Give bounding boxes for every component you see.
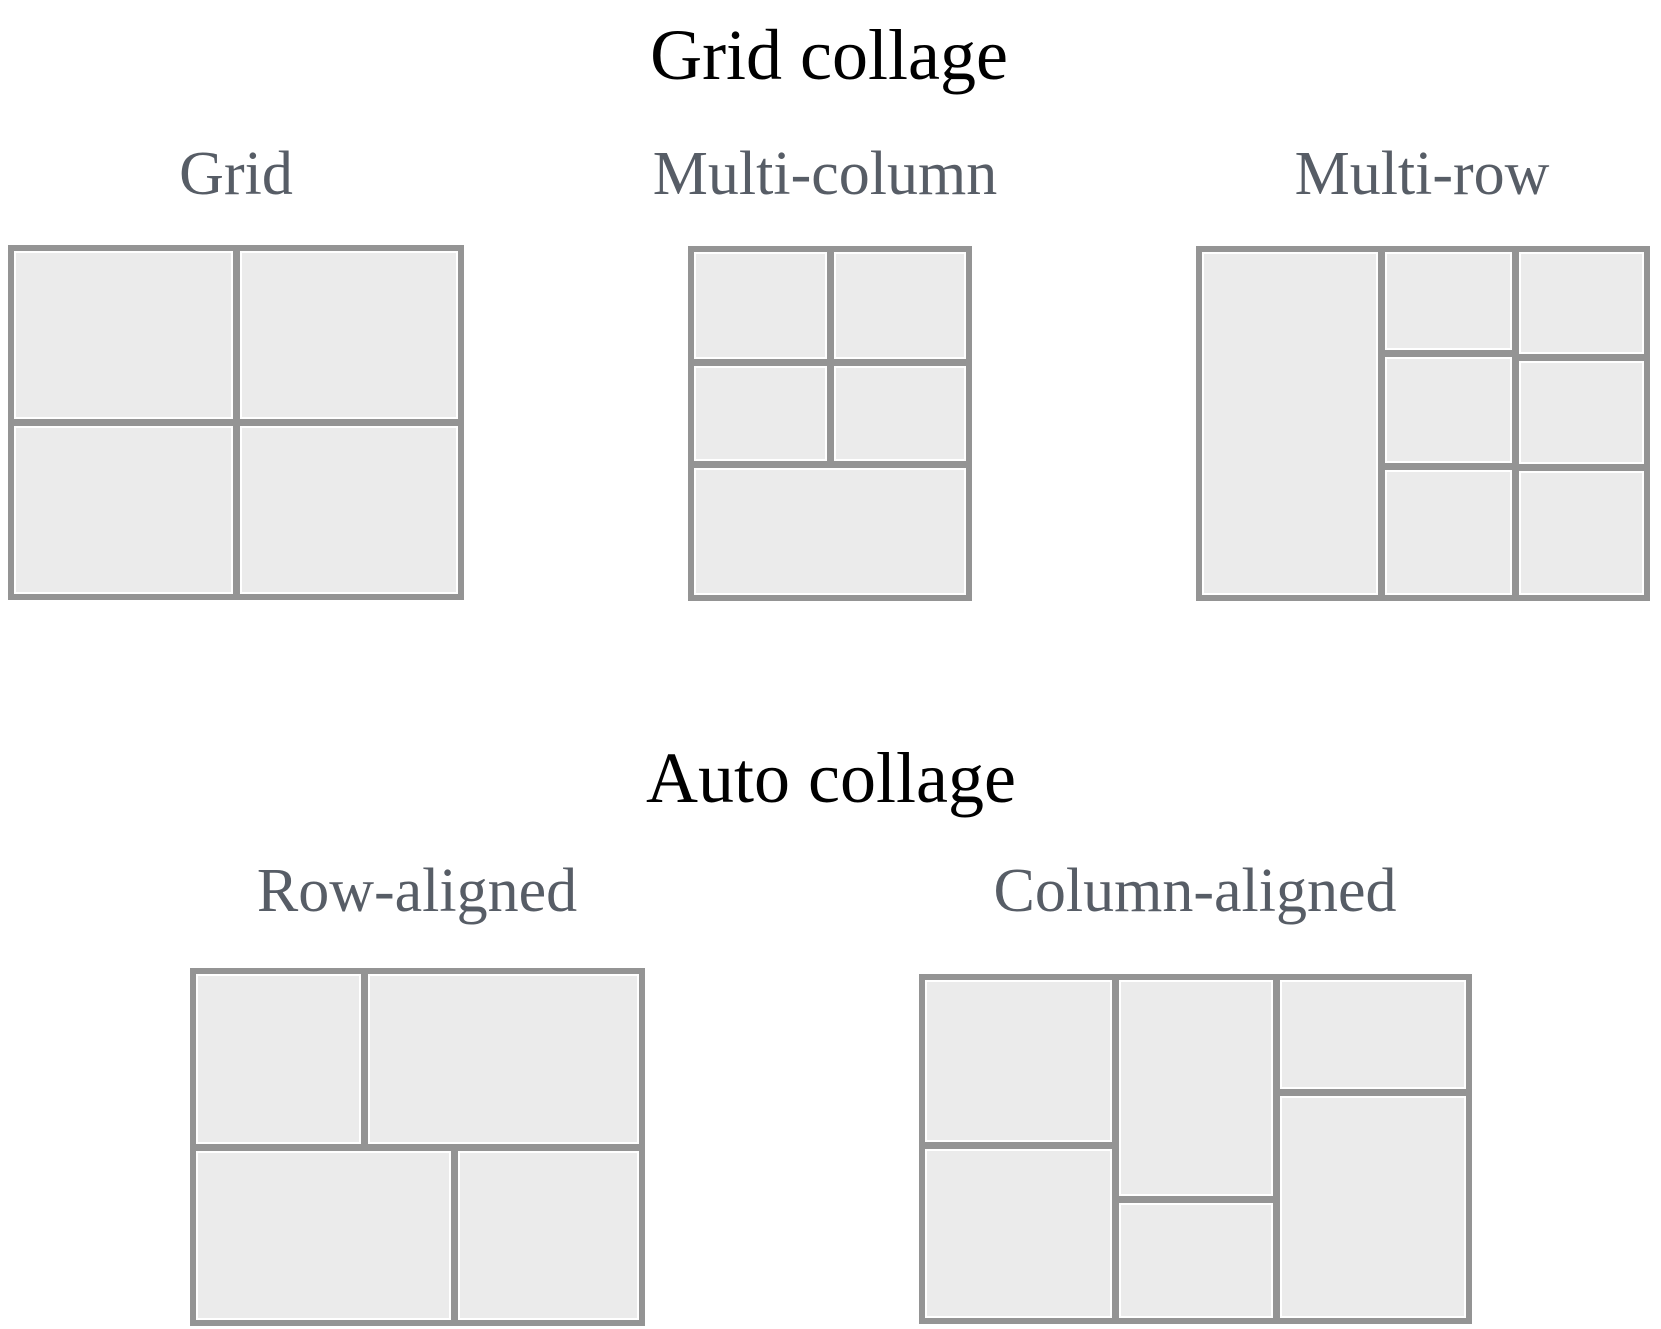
collage-split xyxy=(925,980,1113,1318)
photo-slot xyxy=(694,366,827,461)
collage-multi-row xyxy=(1196,246,1650,601)
collage-split xyxy=(1202,252,1644,595)
grid-collage-title: Grid collage xyxy=(650,15,1008,95)
photo-slot xyxy=(196,974,361,1144)
photo-slot xyxy=(694,252,827,360)
label-column-aligned: Column-aligned xyxy=(993,857,1397,925)
collage-multi-column xyxy=(688,246,972,601)
label-multi-column: Multi-column xyxy=(652,140,998,208)
photo-slot xyxy=(1119,980,1274,1196)
photo-slot xyxy=(1518,361,1644,465)
collage-split xyxy=(14,251,458,594)
collage-split xyxy=(1518,252,1644,595)
collage-split xyxy=(1280,980,1466,1318)
photo-slot xyxy=(1280,1095,1466,1318)
photo-slot xyxy=(1119,1202,1274,1318)
photo-slot xyxy=(367,974,639,1144)
collage-split xyxy=(14,426,458,594)
collage-split xyxy=(196,974,639,1320)
photo-slot xyxy=(1518,252,1644,355)
collage-split xyxy=(694,366,966,461)
photo-slot xyxy=(196,1150,452,1320)
photo-slot xyxy=(1202,252,1378,595)
collage-split xyxy=(196,1150,639,1320)
photo-slot xyxy=(925,1149,1113,1318)
photo-slot xyxy=(239,251,458,419)
photo-slot xyxy=(458,1150,639,1320)
photo-slot xyxy=(1518,471,1644,595)
photo-slot xyxy=(14,251,233,419)
collage-split xyxy=(1119,980,1274,1318)
collage-split xyxy=(1384,252,1512,595)
collage-split xyxy=(925,980,1466,1318)
collage-column-aligned xyxy=(919,974,1472,1324)
collage-split xyxy=(694,252,966,595)
photo-slot xyxy=(833,366,966,461)
label-row-aligned: Row-aligned xyxy=(256,857,578,925)
collage-split xyxy=(14,251,458,419)
photo-slot xyxy=(1384,356,1512,463)
photo-slot xyxy=(1384,469,1512,595)
collage-split xyxy=(196,974,639,1144)
photo-slot xyxy=(694,467,966,595)
auto-collage-title: Auto collage xyxy=(646,738,1016,818)
photo-slot xyxy=(14,426,233,594)
collage-grid xyxy=(8,245,464,600)
collage-row-aligned xyxy=(190,968,645,1326)
photo-slot xyxy=(925,980,1113,1143)
photo-slot xyxy=(1384,252,1512,350)
collage-split xyxy=(694,252,966,360)
label-grid: Grid xyxy=(179,140,293,208)
photo-slot xyxy=(1280,980,1466,1089)
label-multi-row: Multi-row xyxy=(1294,140,1550,208)
photo-slot xyxy=(239,426,458,594)
photo-slot xyxy=(833,252,966,360)
